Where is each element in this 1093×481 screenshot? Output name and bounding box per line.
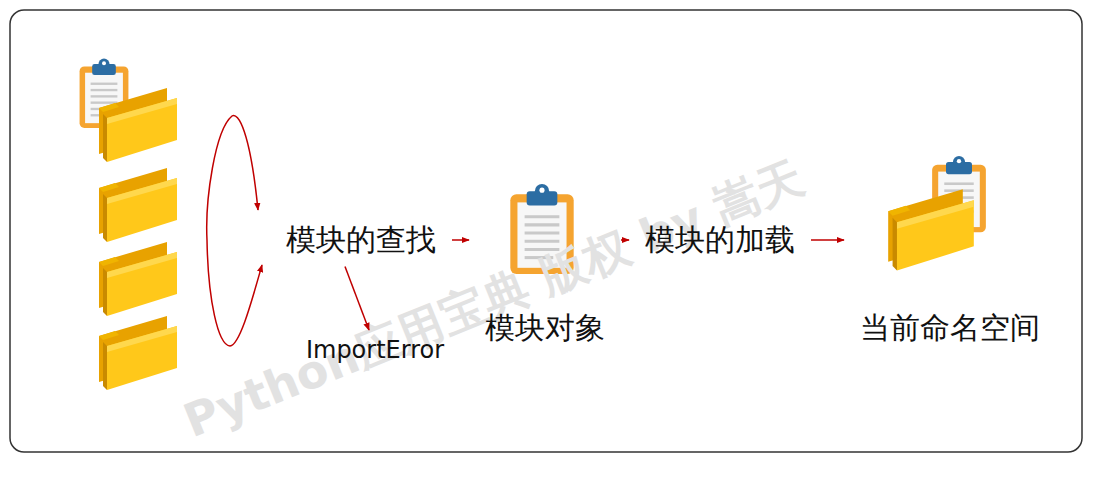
module-object: 模块对象 [477,180,613,351]
namespace: 当前命名空间 [852,152,1048,351]
flow-arrow [811,239,844,241]
frame [10,10,1082,452]
process-label: 模块的加载 [637,216,803,265]
folder-icon [99,168,177,242]
flow-arrow [621,239,629,241]
folder-icon [99,88,177,162]
watermark: Python应用宝典 版权 by 嵩天 [175,147,813,453]
node-text: ImportError [302,334,448,366]
node-text: 模块的加载 [641,218,799,263]
flow-arrow [345,267,369,331]
folder-icon [99,316,177,390]
process-label: 模块的查找 [278,216,444,265]
search-loop [207,115,262,346]
node-text: 模块的查找 [282,218,440,263]
error-label: ImportError [298,332,452,368]
folder-icon [99,242,177,316]
flow-arrow [452,239,469,241]
node-text: 当前命名空间 [856,306,1044,351]
node-text: 模块对象 [481,306,609,351]
folder-icon [888,189,974,270]
